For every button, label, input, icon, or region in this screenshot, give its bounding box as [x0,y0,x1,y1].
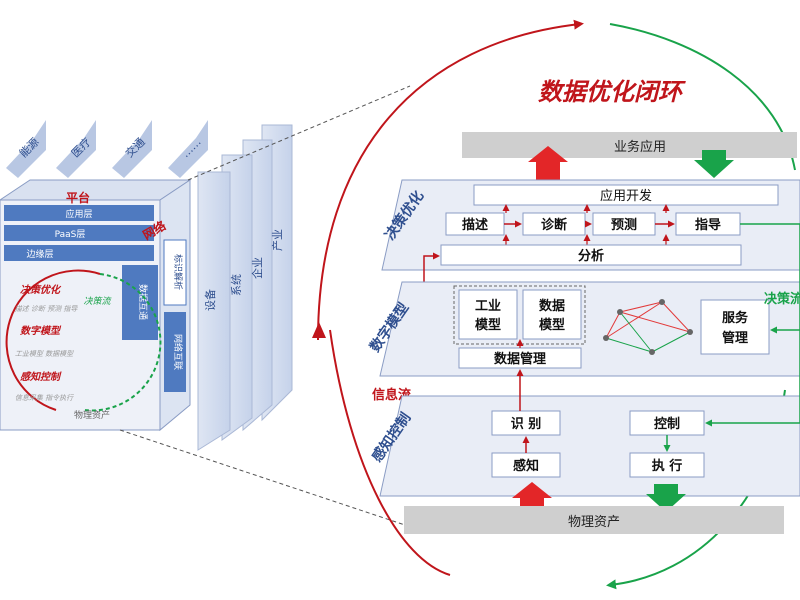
business-app-bar [462,132,797,158]
cube-illustration: 能源 医疗 交通 …… 设备 系统 企业 产业 平台 应用层 PaaS层 边缘层… [0,85,421,531]
identify-label: 识 别 [511,417,542,432]
data-model-box [522,289,582,340]
cycle-decision-sub: 描述 诊断 预测 指导 [15,305,79,313]
decision-flow-line [770,224,800,334]
decision-flow-label: 决策流 [764,291,800,307]
platform-label: 平台 [66,190,90,205]
industrial-model-line2: 模型 [475,317,501,333]
box-net-interconnect [164,312,186,392]
tab-shape [6,120,46,178]
main-title: 数据优化闭环 [538,78,686,106]
industrial-model-line1: 工业 [475,298,501,314]
cycle-red-arc [5,269,101,411]
service-mgmt-box [700,299,770,355]
service-mgmt-line2: 管理 [722,330,748,346]
models-group [453,285,586,345]
scope-panels: 设备 系统 企业 产业 [197,124,293,451]
step-predict-label: 预测 [611,217,637,233]
business-app-label: 业务应用 [614,139,666,155]
layer-app [4,205,154,221]
cycle-model-sub: 工业模型 数据模型 [15,350,74,358]
analysis-label: 分析 [578,248,604,264]
tab-shape [56,120,96,178]
panel-device: 设备 [203,289,217,311]
connector-bottom [119,429,421,531]
cycle-model: 数字模型 [20,325,62,337]
data-mgmt-label: 数据管理 [494,351,546,367]
down-arrow-top [694,150,734,178]
cycle-green-arc [83,273,162,412]
box-data-interop [122,265,158,340]
outer-red-arrowhead [312,322,326,338]
outer-red-arc [317,19,584,341]
execute-label: 执 行 [652,458,683,474]
cycle-sense-sub: 信息采集 指令执行 [15,394,74,402]
cycle-flow: 决策流 [83,296,112,307]
panel-system: 系统 [230,274,243,296]
cycle-decision: 决策优化 [20,284,62,296]
physical-asset-label: 物理资产 [568,515,620,530]
step-diagnose-label: 诊断 [541,217,567,233]
layer-paas-label: PaaS层 [55,229,86,240]
connector-top [187,85,411,181]
physical-asset-bar [404,506,784,534]
industry-tabs: 能源 医疗 交通 …… [6,120,208,178]
data-model-line1: 数据 [539,298,565,314]
sense-plane [379,395,800,497]
tab-shape [168,120,208,178]
step-guide-label: 指导 [695,217,721,233]
box-identifier [163,239,187,306]
cube-top-face [0,179,192,201]
layer-app-label: 应用层 [65,208,92,220]
cube-physical: 物理资产 [74,409,110,421]
sense-label: 感知 [513,458,539,474]
outer-red-lower [329,329,451,576]
up-arrow-bottom [512,482,552,512]
execute-box [629,452,705,478]
analysis-box [440,244,742,266]
industrial-model-box [458,289,518,340]
closed-loop: 数据优化闭环 业务应用 决策优化 应用开发 描述 诊断 预测 指导 分析 [312,19,800,590]
step-describe-label: 描述 [462,217,488,233]
app-dev-label: 应用开发 [600,188,652,204]
service-mgmt-line1: 服务 [722,310,749,326]
identify-box [491,410,561,436]
tab-shape [112,120,152,178]
network-graph-icon [603,299,693,355]
down-arrow-bottom [646,484,686,512]
cycle-sense: 感知控制 [20,371,62,383]
model-to-analysis-link [423,252,440,290]
panel-industry: 产业 [270,229,284,251]
data-model-line2: 模型 [539,317,565,333]
box-identifier-label: 标识解析 [172,254,184,290]
layer-paas [4,225,154,241]
up-arrow-top [528,146,568,180]
panel-enterprise: 企业 [250,257,264,279]
control-flow-line [705,330,800,427]
control-label: 控制 [654,416,680,432]
layer-edge [4,245,154,261]
layer-edge-label: 边缘层 [26,248,53,260]
box-net-interconnect-label: 网络互联 [172,334,184,370]
app-dev-box [473,184,779,206]
